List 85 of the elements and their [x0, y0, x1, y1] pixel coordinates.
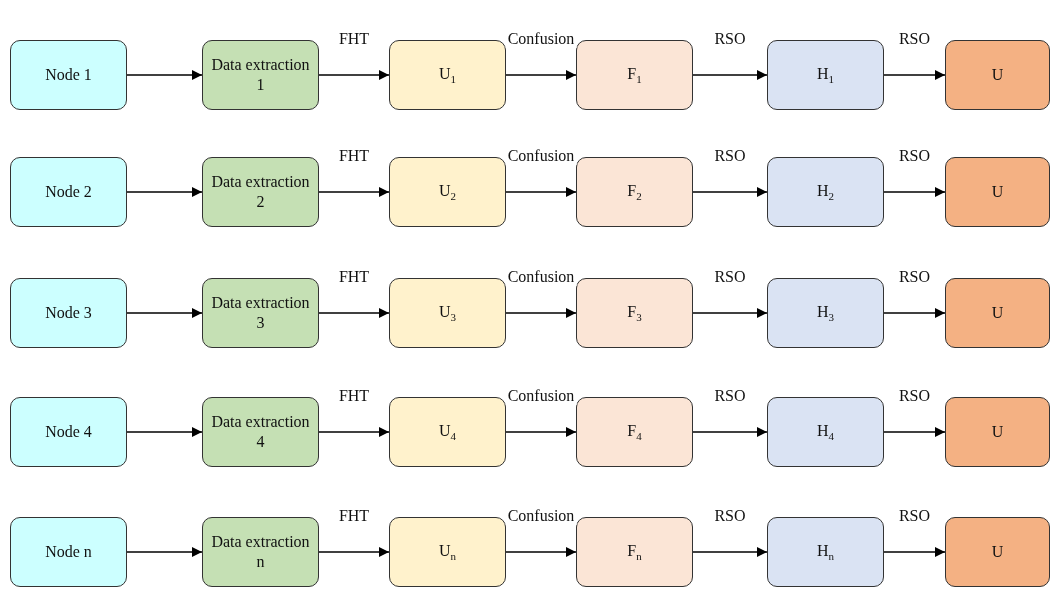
arrow [883, 547, 946, 557]
process-box [202, 40, 319, 110]
process-box [576, 397, 693, 467]
node-label: F$_{4}$ [627, 420, 642, 444]
node-label: U [991, 65, 1004, 85]
arrow [883, 308, 946, 318]
process-box [767, 40, 884, 110]
node-label: H$_{4}$ [816, 420, 835, 444]
node-label: F$_{1}$ [627, 63, 642, 87]
node-label: F$_{3}$ [627, 301, 642, 325]
arrow [318, 308, 390, 318]
node-label: Data extraction n [210, 532, 311, 572]
arrow [126, 427, 203, 437]
node-label: U$_{n}$ [438, 540, 457, 564]
node-label: H$_{1}$ [816, 63, 835, 87]
arrow [505, 308, 577, 318]
node-label: U [991, 182, 1004, 202]
node-label: Node 3 [45, 303, 92, 323]
node-label: Node 1 [45, 65, 92, 85]
output-box [945, 397, 1050, 467]
output-box [945, 40, 1050, 110]
process-box [389, 157, 506, 227]
node-label: U$_{2}$ [438, 180, 457, 204]
node-label: U [991, 542, 1004, 562]
node-box [10, 157, 127, 227]
node-box [10, 517, 127, 587]
arrow [505, 427, 577, 437]
process-box [389, 40, 506, 110]
output-box [945, 157, 1050, 227]
process-box [576, 278, 693, 348]
arrow [692, 70, 768, 80]
arrow [505, 70, 577, 80]
node-label: H$_{2}$ [816, 180, 835, 204]
process-box [767, 157, 884, 227]
arrow [126, 70, 203, 80]
node-box [10, 40, 127, 110]
arrow [692, 427, 768, 437]
arrow [126, 308, 203, 318]
node-label: F$_{n}$ [627, 540, 642, 564]
process-box [202, 278, 319, 348]
node-label: F$_{2}$ [627, 180, 642, 204]
arrow [505, 187, 577, 197]
process-box [202, 517, 319, 587]
process-box [576, 40, 693, 110]
node-box [10, 278, 127, 348]
output-box [945, 517, 1050, 587]
node-label: H$_{n}$ [816, 540, 835, 564]
process-box [767, 278, 884, 348]
process-box [389, 397, 506, 467]
arrow [318, 70, 390, 80]
node-label: H$_{3}$ [816, 301, 835, 325]
process-box [576, 157, 693, 227]
node-label: Data extraction 2 [210, 172, 311, 212]
process-box [389, 278, 506, 348]
arrow [505, 547, 577, 557]
node-label: U [991, 422, 1004, 442]
node-label: U$_{1}$ [438, 63, 457, 87]
process-box [202, 397, 319, 467]
node-label: U$_{3}$ [438, 301, 457, 325]
arrow [318, 187, 390, 197]
arrow [883, 427, 946, 437]
node-label: Node 2 [45, 182, 92, 202]
arrow [692, 187, 768, 197]
node-label: Data extraction 3 [210, 293, 311, 333]
output-box [945, 278, 1050, 348]
arrow [883, 70, 946, 80]
node-label: U [991, 303, 1004, 323]
arrow [126, 547, 203, 557]
arrow [692, 308, 768, 318]
process-box [576, 517, 693, 587]
node-label: Data extraction 1 [210, 55, 311, 95]
arrow [318, 547, 390, 557]
arrow [126, 187, 203, 197]
process-box [767, 517, 884, 587]
node-label: U$_{4}$ [438, 420, 457, 444]
node-label: Node n [45, 542, 92, 562]
arrow [692, 547, 768, 557]
node-label: Data extraction 4 [210, 412, 311, 452]
process-box [202, 157, 319, 227]
arrow [883, 187, 946, 197]
node-box [10, 397, 127, 467]
arrow [318, 427, 390, 437]
node-label: Node 4 [45, 422, 92, 442]
process-box [767, 397, 884, 467]
process-box [389, 517, 506, 587]
